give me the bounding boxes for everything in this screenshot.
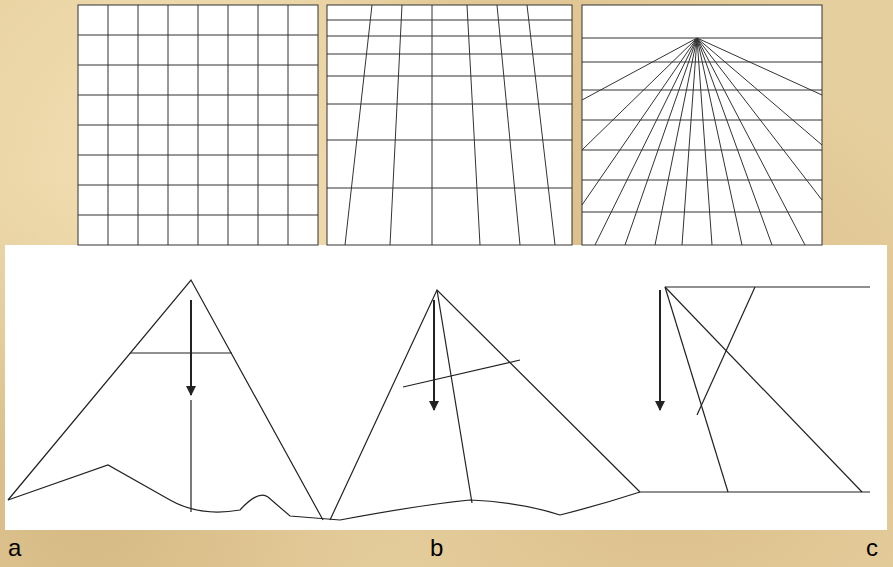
grid-line <box>78 185 318 186</box>
grid-line <box>697 38 742 245</box>
grid-line <box>432 5 433 245</box>
grid-line <box>582 150 822 151</box>
grid-line <box>78 215 318 216</box>
grid-line <box>228 5 229 245</box>
grid-line <box>327 140 572 141</box>
grid-line <box>78 125 318 126</box>
grid-line <box>527 5 555 245</box>
grid-line <box>497 5 520 245</box>
grid-line <box>582 90 822 91</box>
grid-line <box>327 36 572 37</box>
grid-line <box>327 188 572 189</box>
grid-line <box>467 5 480 245</box>
grid-line <box>582 38 697 150</box>
grid-line <box>582 212 822 213</box>
grid-line <box>625 38 697 245</box>
grid-panel <box>582 5 822 245</box>
profile-panel <box>5 245 887 530</box>
grid-line <box>327 20 572 21</box>
grid-line <box>288 5 289 245</box>
grid-line <box>697 38 805 245</box>
grid-line <box>78 155 318 156</box>
panel-letter: a <box>8 536 21 560</box>
grid-line <box>345 5 372 245</box>
grid-line <box>582 38 822 39</box>
grid-line <box>390 5 402 245</box>
grid-line <box>655 38 697 245</box>
grid-line <box>582 180 822 181</box>
grid-line <box>258 5 259 245</box>
grid-line <box>582 120 822 121</box>
grid-line <box>327 104 572 105</box>
grid-line <box>582 38 697 100</box>
grid-line <box>697 38 822 200</box>
grid-line <box>697 38 712 245</box>
slope-profiles <box>8 280 870 520</box>
grid-line <box>697 38 822 95</box>
grid-line <box>327 54 572 55</box>
panel-letter: c <box>866 536 878 560</box>
grid-line <box>682 38 697 245</box>
grid-line <box>697 38 822 145</box>
grid-line <box>595 38 697 245</box>
grid-panel <box>78 5 318 245</box>
grid-line <box>697 38 772 245</box>
panel-letter: b <box>430 536 443 560</box>
grid-panel <box>327 5 572 245</box>
